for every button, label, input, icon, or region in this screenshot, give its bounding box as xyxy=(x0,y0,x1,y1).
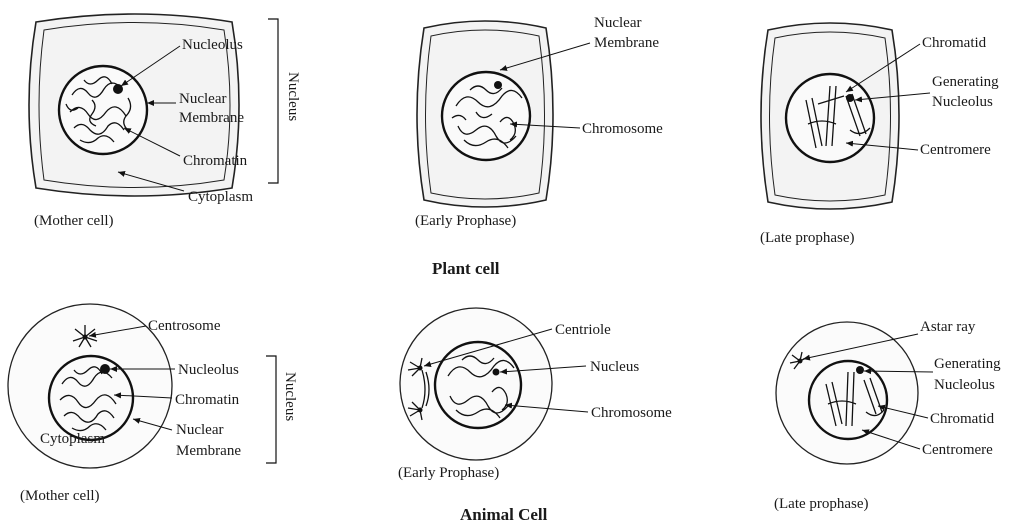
plant-section-title: Plant cell xyxy=(432,259,500,278)
plant-mother-nucleus-bracket-label: Nucleus xyxy=(285,72,301,121)
plant-late-chromatid-label: Chromatid xyxy=(922,35,987,51)
plant-mother-nucleus-bracket xyxy=(268,19,278,183)
animal-mother-nuclear-label-1: Nuclear xyxy=(176,422,223,438)
animal-mother-nucleus-bracket xyxy=(266,356,276,463)
animal-late-caption: (Late prophase) xyxy=(774,496,869,512)
animal-late-generating-label-2: Nucleolus xyxy=(934,377,995,393)
plant-late-generating-label-1: Generating xyxy=(932,74,999,90)
animal-mother-cell: Centrosome Nucleolus Chromatin Cytoplasm… xyxy=(8,304,298,504)
plant-late-nucleolus xyxy=(846,94,854,102)
animal-mother-chromatin-label: Chromatin xyxy=(175,392,240,408)
animal-late-astar-ray-label: Astar ray xyxy=(920,319,976,335)
animal-mother-cytoplasm-label: Cytoplasm xyxy=(40,431,105,447)
animal-mother-caption: (Mother cell) xyxy=(20,488,100,504)
plant-mother-cytoplasm-label: Cytoplasm xyxy=(188,189,253,205)
animal-late-prophase-cell: Astar ray Generating Nucleolus Chromatid… xyxy=(774,319,1001,512)
plant-mother-cell: Nucleolus Nuclear Membrane Chromatin Cyt… xyxy=(29,14,301,229)
animal-mother-nucleolus-label: Nucleolus xyxy=(178,362,239,378)
plant-early-nucleolus xyxy=(494,81,502,89)
animal-early-nucleus xyxy=(435,342,521,428)
animal-early-caption: (Early Prophase) xyxy=(398,465,499,481)
plant-early-nuclear-label-2: Membrane xyxy=(594,35,659,51)
animal-mother-nucleus-bracket-label: Nucleus xyxy=(282,372,298,421)
animal-early-centriole-label: Centriole xyxy=(555,322,611,338)
animal-late-generating-label-1: Generating xyxy=(934,356,1001,372)
plant-early-prophase-cell: Nuclear Membrane Chromosome (Early Proph… xyxy=(415,15,663,229)
animal-early-chromosome-label: Chromosome xyxy=(591,405,672,421)
animal-early-nucleus-label: Nucleus xyxy=(590,359,639,375)
plant-late-prophase-cell: Chromatid Generating Nucleolus Centromer… xyxy=(760,23,999,246)
plant-early-caption: (Early Prophase) xyxy=(415,213,516,229)
plant-early-chromosome-label: Chromosome xyxy=(582,121,663,137)
animal-mother-nucleolus xyxy=(100,364,110,374)
plant-mother-nuclear-label-1: Nuclear xyxy=(179,91,226,107)
plant-mother-nuclear-label-2: Membrane xyxy=(179,110,244,126)
plant-late-caption: (Late prophase) xyxy=(760,230,855,246)
animal-section-title: Animal Cell xyxy=(460,505,548,524)
plant-early-nuclear-label-1: Nuclear xyxy=(594,15,641,31)
plant-late-centromere-label: Centromere xyxy=(920,142,991,158)
animal-early-centriole xyxy=(418,366,423,371)
plant-late-generating-label-2: Nucleolus xyxy=(932,94,993,110)
animal-late-centromere-label: Centromere xyxy=(922,442,993,458)
plant-mother-chromatin-label: Chromatin xyxy=(183,153,248,169)
plant-mother-nucleolus-label: Nucleolus xyxy=(182,37,243,53)
animal-mother-nuclear-label-2: Membrane xyxy=(176,443,241,459)
animal-early-prophase-cell: Centriole Nucleus Chromosome (Early Prop… xyxy=(398,308,672,481)
animal-mother-centrosome-label: Centrosome xyxy=(148,318,221,334)
animal-late-nucleolus xyxy=(856,366,864,374)
plant-mother-caption: (Mother cell) xyxy=(34,213,114,229)
animal-early-centriole-2 xyxy=(418,408,423,413)
animal-late-chromatid-label: Chromatid xyxy=(930,411,995,427)
animal-early-nucleolus xyxy=(493,369,500,376)
